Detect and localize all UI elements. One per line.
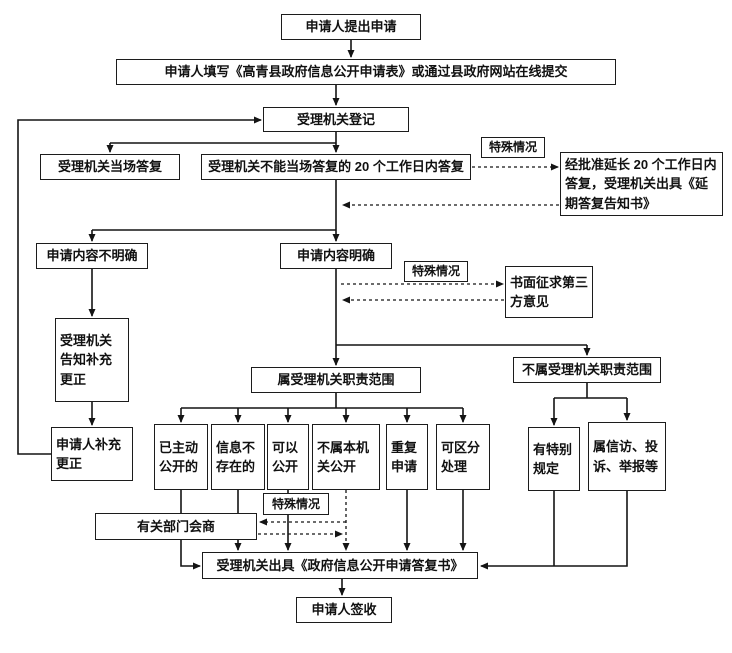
node-third-party-opinion: 书面征求第三方意见 [505, 266, 593, 318]
connector-inscope-distributor [181, 393, 463, 409]
node-already-public: 已主动公开的 [154, 424, 208, 490]
node-info-not-exist: 信息不存在的 [211, 424, 265, 490]
node-special-provisions: 有特别规定 [528, 427, 580, 491]
node-reply-within-20-days: 受理机关不能当场答复的 20 个工作日内答复 [201, 154, 471, 180]
arrow-petition-to-replydoc [480, 491, 628, 570]
node-authority-registration: 受理机关登记 [263, 107, 409, 132]
connector-outscope-distributor [554, 383, 627, 399]
connector-register-branch [110, 132, 337, 144]
node-within-authority-scope: 属受理机关职责范围 [251, 367, 421, 393]
node-can-be-public: 可以公开 [267, 424, 309, 490]
node-issue-reply-document: 受理机关出具《政府信息公开申请答复书》 [202, 552, 478, 579]
node-department-consultation: 有关部门会商 [95, 513, 257, 540]
node-special-case-label-2: 特殊情况 [404, 261, 468, 282]
node-petition-complaint-report: 属信访、投诉、举报等 [588, 422, 666, 491]
node-fill-application-form: 申请人填写《高青县政府信息公开申请表》或通过县政府网站在线提交 [116, 59, 616, 85]
node-submit-application: 申请人提出申请 [281, 14, 421, 40]
arrow-loopback-to-register [17, 116, 262, 455]
node-special-case-label-1: 特殊情况 [481, 137, 545, 158]
node-notify-supplement-correction: 受理机关告知补充更正 [55, 318, 129, 402]
connector-reply-branch [92, 180, 337, 231]
node-not-this-authority: 不属本机关公开 [312, 424, 380, 490]
node-special-case-label-3: 特殊情况 [263, 493, 329, 515]
node-separable-handling: 可区分处理 [436, 424, 490, 490]
node-repeat-application: 重复申请 [386, 424, 428, 490]
node-content-unclear: 申请内容不明确 [36, 243, 148, 269]
node-outside-authority-scope: 不属受理机关职责范围 [513, 357, 661, 383]
node-applicant-supplement-correction: 申请人补充更正 [51, 427, 133, 481]
node-applicant-sign-receipt: 申请人签收 [296, 597, 392, 623]
node-content-clear: 申请内容明确 [280, 243, 392, 269]
node-extended-reply-notice: 经批准延长 20 个工作日内答复，受理机关出具《延期答复告知书》 [560, 152, 723, 216]
node-onsite-reply: 受理机关当场答复 [40, 154, 180, 180]
